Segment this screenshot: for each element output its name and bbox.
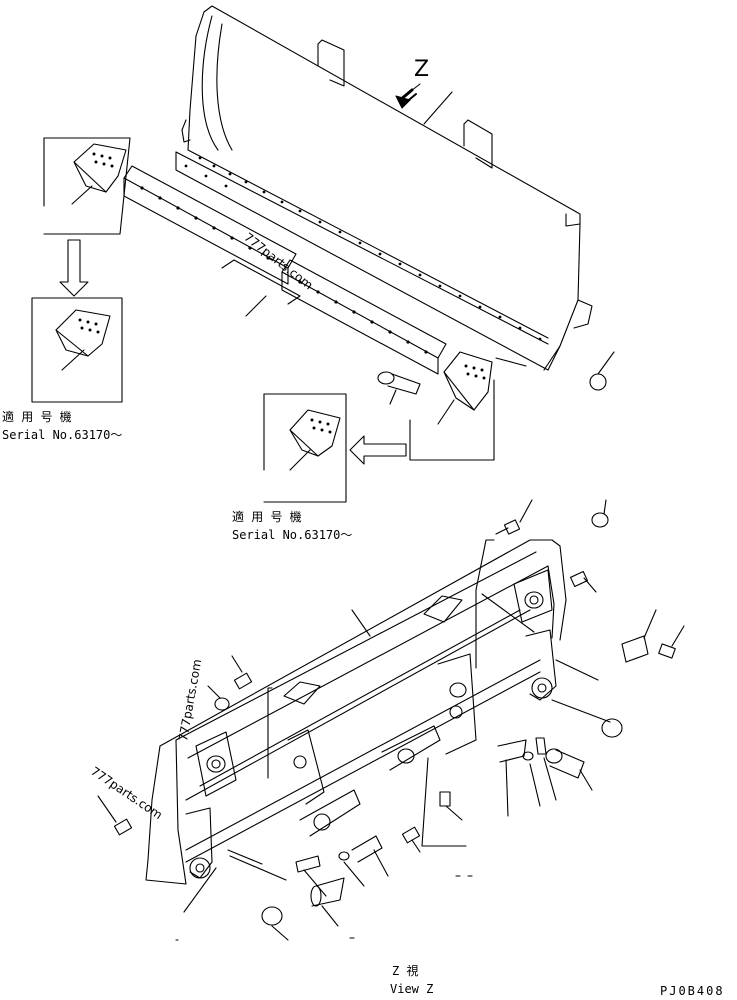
drawing-code: PJ0B408: [660, 984, 725, 998]
serial-number-left: Serial No.63170～: [2, 428, 123, 442]
grease-fittings: [97, 499, 685, 941]
applicability-label-right: 適 用 号 機: [232, 510, 302, 524]
view-caption-subtitle: View Z: [390, 982, 434, 996]
right-lift-bracket: [513, 569, 623, 738]
center-brackets: [287, 653, 477, 837]
leader-lines: [175, 539, 599, 941]
blade-assembly: [175, 5, 593, 371]
left-lift-bracket: [185, 731, 287, 926]
blade-rear-frame: [145, 539, 567, 885]
view-caption-title: Z 視: [392, 964, 419, 978]
serial-number-right: Serial No.63170～: [232, 528, 353, 542]
cutting-edges: [123, 165, 447, 375]
end-bit-inset-right: [263, 393, 347, 503]
end-bit-inset-left: [31, 137, 131, 403]
applicability-label-left: 適 用 号 機: [2, 410, 72, 424]
view-marker-z: Z: [414, 57, 430, 82]
end-bit-right: [349, 351, 615, 465]
